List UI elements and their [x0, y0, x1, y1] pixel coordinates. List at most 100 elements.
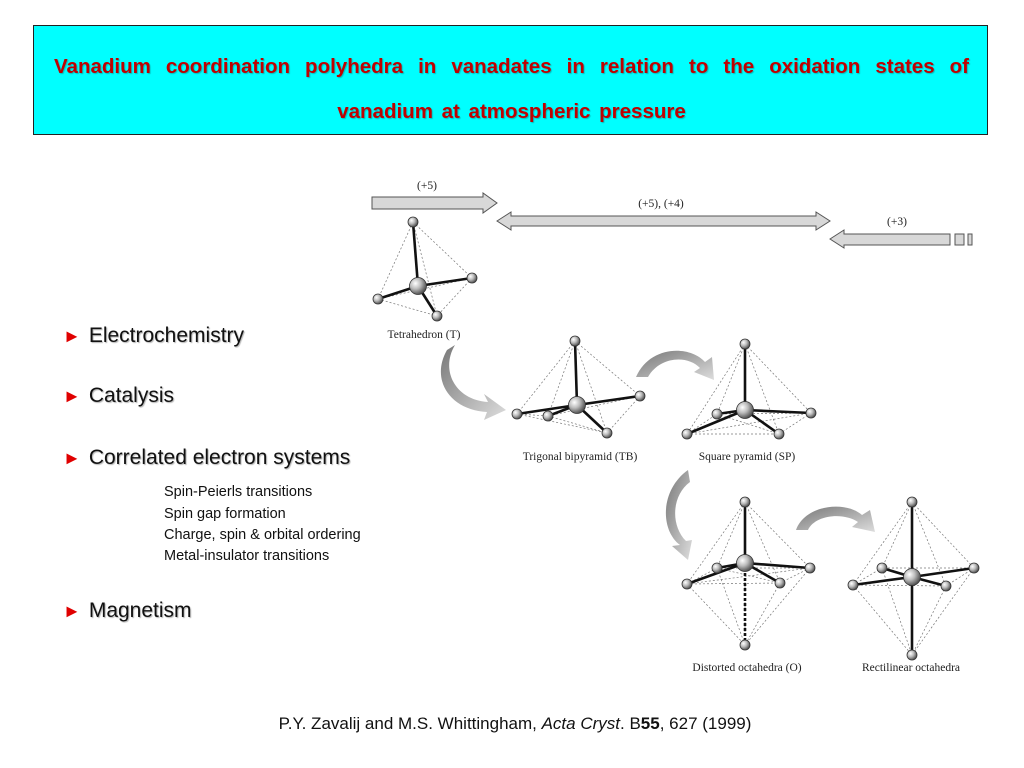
- oxygen-atom: [739, 338, 751, 350]
- oxygen-atom: [431, 310, 443, 322]
- vanadium-atom: [903, 568, 921, 586]
- polyhedron-edge: [716, 567, 746, 646]
- polyhedron-edge: [547, 340, 576, 417]
- bond: [576, 394, 641, 407]
- oxygen-atom: [407, 216, 419, 228]
- vanadium-atom: [568, 396, 586, 414]
- bond: [744, 408, 812, 415]
- oxygen-atom: [739, 496, 751, 508]
- polyhedron-edge: [779, 567, 811, 584]
- oxygen-atom: [804, 562, 816, 574]
- vanadium-atom: [736, 401, 754, 419]
- title-box: Vanadium coordination polyhedra in vanad…: [33, 25, 988, 135]
- polyhedron-edge: [744, 501, 811, 569]
- oxygen-atom: [906, 496, 918, 508]
- polyhedron-edge: [686, 412, 812, 435]
- polyhedron-edge: [516, 340, 576, 415]
- bond: [516, 403, 578, 416]
- polyhedron-edge: [911, 567, 975, 656]
- bullet-marker-icon: ►: [63, 601, 81, 621]
- oxidation-label: (+5): [417, 180, 437, 192]
- polyhedron-edge: [744, 567, 811, 646]
- oxygen-atom: [847, 579, 859, 591]
- bullet-magnetism: ►Magnetism: [63, 599, 192, 623]
- bullet-marker-icon: ►: [63, 326, 81, 346]
- bond: [686, 561, 746, 586]
- oxygen-atom: [968, 562, 980, 574]
- polyhedron-label: Distorted octahedra (O): [692, 662, 801, 674]
- bond: [911, 566, 975, 579]
- oxygen-atom: [940, 580, 952, 592]
- bond: [411, 221, 420, 287]
- oxygen-atom: [569, 335, 581, 347]
- arrow-tail-segment: [967, 233, 973, 246]
- oxygen-atom: [876, 562, 888, 574]
- bond: [573, 340, 579, 406]
- polyhedron-edge: [744, 343, 812, 414]
- curved-arrow: [440, 345, 506, 420]
- citation-sep: . B: [620, 714, 641, 733]
- bullet-electrochemistry: ► Electrochemistry: [63, 324, 244, 348]
- sub-item: Spin gap formation: [164, 506, 286, 522]
- polyhedron-edge: [852, 584, 913, 656]
- polyhedron-edge: [412, 221, 473, 279]
- polyhedron-label: Tetrahedron (T): [388, 329, 461, 341]
- oxygen-atom: [773, 428, 785, 440]
- arrow-left-plus3: [829, 229, 951, 249]
- arrow-right-plus5: [371, 192, 498, 214]
- polyhedron-edge: [516, 413, 608, 434]
- citation-volume: 55: [640, 714, 660, 733]
- oxygen-atom: [466, 272, 478, 284]
- oxygen-atom: [372, 293, 384, 305]
- oxygen-atom: [805, 407, 817, 419]
- polyhedron-edge: [686, 501, 746, 585]
- oxidation-label: (+5), (+4): [638, 198, 684, 210]
- curved-arrow: [796, 506, 875, 532]
- bullet-label: Correlated electron systems: [88, 446, 351, 469]
- bullet-catalysis: ►Catalysis: [63, 384, 174, 408]
- citation-authors: P.Y. Zavalij and M.S. Whittingham,: [278, 714, 542, 733]
- polyhedron-edge: [716, 413, 780, 435]
- polyhedron-edge: [744, 501, 781, 584]
- polyhedron-edge: [911, 501, 975, 569]
- vanadium-atom: [409, 277, 427, 295]
- polyhedron-edge: [881, 567, 913, 656]
- polyhedron-edge: [911, 585, 947, 656]
- citation-rest: , 627 (1999): [659, 714, 752, 733]
- polyhedron-edge: [606, 395, 641, 434]
- polyhedron-edge: [852, 567, 883, 586]
- sub-item: Metal-insulator transitions: [164, 548, 330, 564]
- polyhedron-edge: [881, 501, 913, 569]
- oxygen-atom: [681, 428, 693, 440]
- polyhedron-edge: [852, 584, 947, 587]
- bullet-marker-icon: ►: [63, 386, 81, 406]
- polyhedron-edge: [778, 412, 812, 435]
- bond: [686, 408, 746, 436]
- polyhedron-edge: [574, 340, 608, 434]
- citation-journal: Acta Cryst: [541, 714, 620, 733]
- polyhedron-label: Trigonal bipyramid (TB): [523, 451, 638, 463]
- polyhedron-edge: [716, 343, 746, 415]
- polyhedron-edge: [686, 583, 746, 646]
- bond: [417, 276, 473, 288]
- polyhedron-edge: [852, 501, 913, 586]
- curved-arrow: [636, 350, 714, 380]
- sub-item: Spin-Peierls transitions: [164, 484, 313, 500]
- arrow-tail-segment: [954, 233, 965, 246]
- oxygen-atom: [681, 578, 693, 590]
- polyhedron-edge: [945, 567, 975, 587]
- oxygen-atom: [542, 410, 554, 422]
- oxygen-atom: [511, 408, 523, 420]
- bullet-label: Electrochemistry: [88, 324, 245, 347]
- curved-arrow: [665, 470, 692, 560]
- polyhedron-edge: [686, 567, 811, 585]
- polyhedron-edge: [686, 343, 746, 435]
- oxygen-atom: [634, 390, 646, 402]
- polyhedron-edge: [744, 582, 781, 646]
- polyhedron-label: Square pyramid (SP): [699, 451, 796, 463]
- slide-title: Vanadium coordination polyhedra in vanad…: [54, 55, 969, 123]
- polyhedron-label: Rectilinear octahedra: [862, 662, 960, 674]
- polyhedron-edge: [716, 567, 781, 584]
- vanadium-atom: [736, 554, 754, 572]
